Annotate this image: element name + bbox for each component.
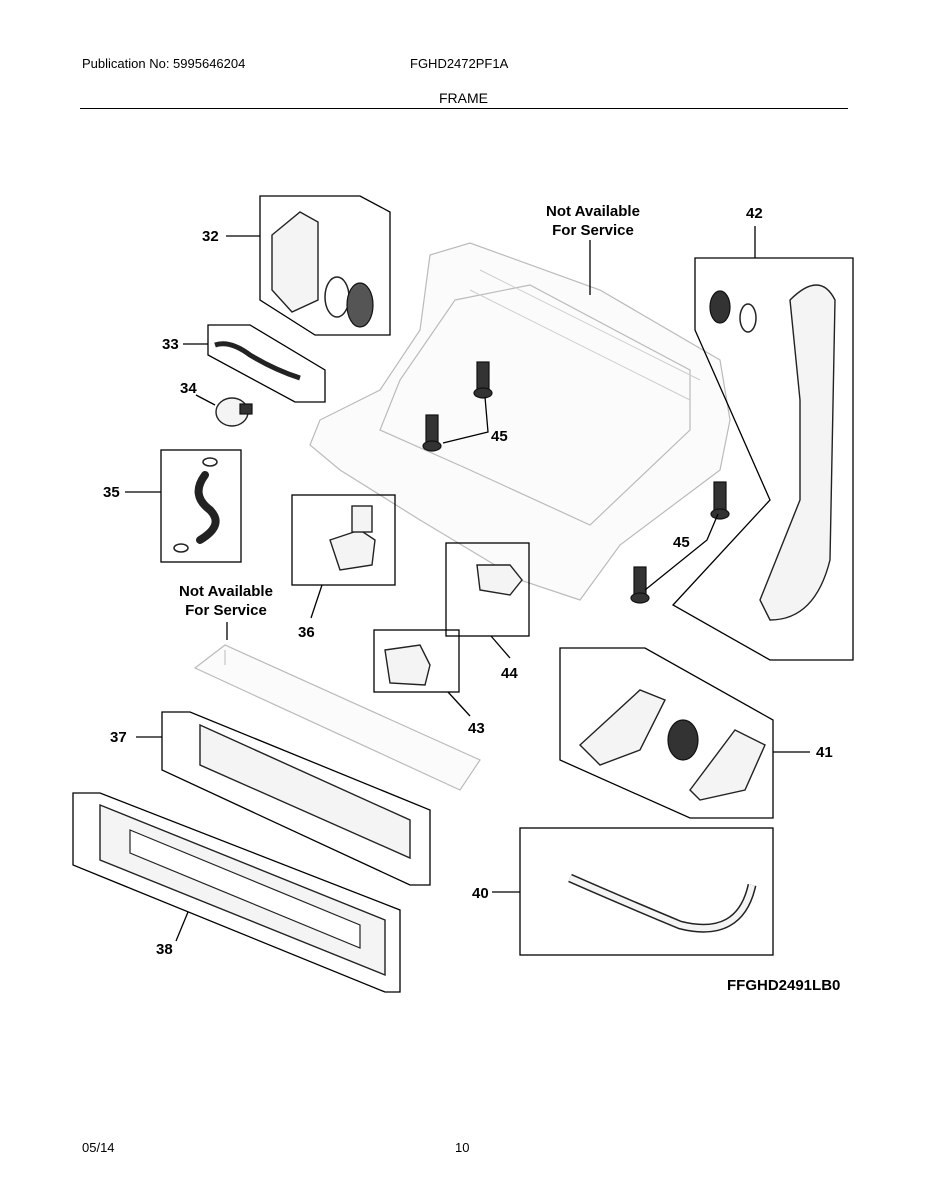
footer-date: 05/14 xyxy=(82,1140,115,1155)
filter-grille xyxy=(193,644,481,791)
group-41-box xyxy=(559,647,774,819)
group-43-box xyxy=(373,629,460,693)
callout-45-lower: 45 xyxy=(673,534,690,551)
callout-44: 44 xyxy=(501,665,518,682)
callout-45-upper: 45 xyxy=(491,428,508,445)
group-44-box xyxy=(445,542,530,637)
group-32-box xyxy=(259,195,391,336)
note-top-line1: Not Available xyxy=(546,203,640,220)
header-rule xyxy=(80,108,848,109)
part-41-fan-assembly xyxy=(578,689,766,801)
leveling-legs xyxy=(422,361,730,604)
note-top-line2: For Service xyxy=(552,222,634,239)
part-32-pump-housing xyxy=(271,211,374,328)
group-37-box xyxy=(161,711,431,886)
callout-40: 40 xyxy=(472,885,489,902)
publication-number: Publication No: 5995646204 xyxy=(82,56,246,71)
callout-38: 38 xyxy=(156,941,173,958)
group-35-box xyxy=(160,449,242,563)
callout-43: 43 xyxy=(468,720,485,737)
not-available-note-left: Not Available For Service xyxy=(156,582,296,620)
figure-id: FFGHD2491LB0 xyxy=(727,977,841,994)
not-available-note-top: Not Available For Service xyxy=(523,202,663,240)
group-38-box xyxy=(72,792,401,993)
note-left-line2: For Service xyxy=(185,602,267,619)
page-number: 10 xyxy=(455,1140,470,1155)
callout-33: 33 xyxy=(162,336,179,353)
group-42-box xyxy=(671,257,854,661)
note-left-line1: Not Available xyxy=(179,583,273,600)
section-title: FRAME xyxy=(439,90,488,106)
callout-41: 41 xyxy=(816,744,833,761)
model-number: FGHD2472PF1A xyxy=(410,56,509,71)
callout-35: 35 xyxy=(103,484,120,501)
callout-36: 36 xyxy=(298,624,315,641)
group-40-box xyxy=(519,827,774,956)
part-34-sensor xyxy=(215,397,253,427)
base-frame xyxy=(309,242,731,601)
part-42-duct xyxy=(709,284,836,621)
callout-37: 37 xyxy=(110,729,127,746)
part-36-valve xyxy=(329,505,376,571)
group-33-box xyxy=(207,324,326,403)
callout-32: 32 xyxy=(202,228,219,245)
group-36-box xyxy=(291,494,396,586)
callout-34: 34 xyxy=(180,380,197,397)
callout-42: 42 xyxy=(746,205,763,222)
